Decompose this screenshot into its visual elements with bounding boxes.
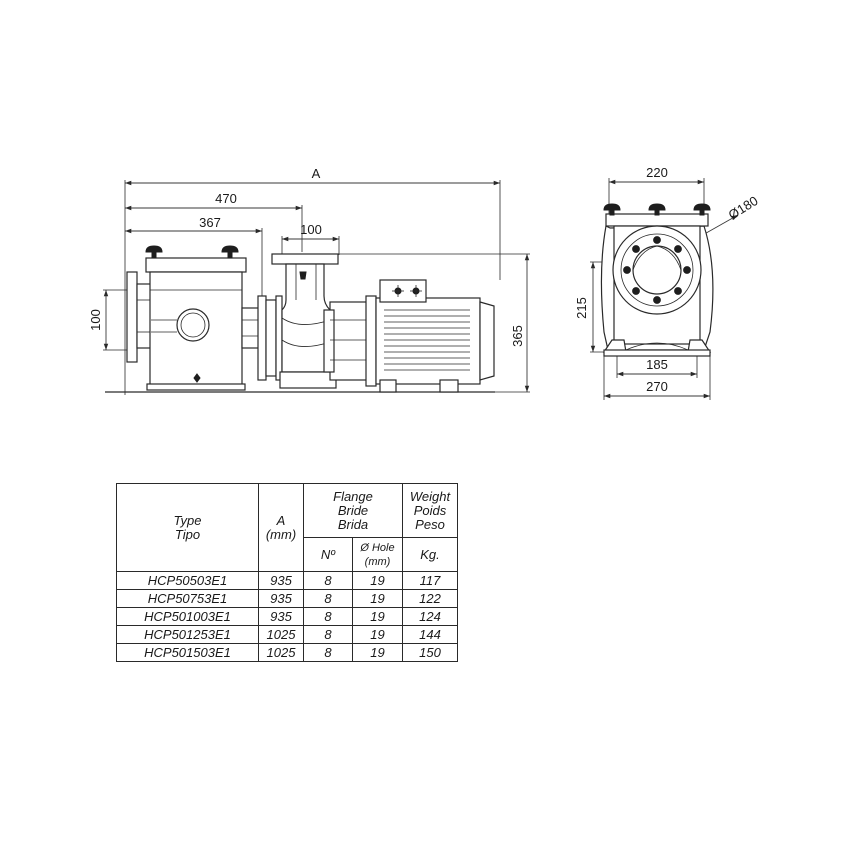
cell-weight: 144 [402,625,458,644]
cell-flange-no: 8 [303,625,353,644]
cell-type: HCP501253E1 [116,625,259,644]
motor-bracket [323,295,377,387]
inlet-port [176,308,210,342]
dimension-180-label: Ø180 [726,193,761,223]
header-flange-line1: Flange [333,488,373,504]
outlet-flange [271,253,339,265]
header-a-line2: (mm) [265,526,297,542]
bolt-hole [674,245,682,253]
lid-knob-right [221,245,239,259]
cell-type: HCP501503E1 [116,643,259,662]
bolt-hole [683,266,691,274]
dimension-outlet-label: 100 [300,222,322,237]
base-feet [602,339,712,357]
header-flange-no: Nº [303,537,353,572]
dimension-220-label: 220 [646,165,668,180]
front-knob-left [603,203,621,216]
bolt-hole [653,296,661,304]
lid-knob-left [145,245,163,259]
dimension-215-label: 215 [574,297,589,319]
cell-type: HCP501003E1 [116,607,259,626]
cell-flange-no: 8 [303,643,353,662]
dimension-185-label: 185 [646,357,668,372]
bolt-hole [623,266,631,274]
cell-flange-no: 8 [303,607,353,626]
strainer-pump-connection [241,295,283,381]
table-row: HCP50753E1 935 8 19 122 [116,589,458,608]
bolt-hole [674,287,682,295]
header-hole-line1: Ø Hole [360,541,395,554]
header-flange-line3: Brida [337,516,369,532]
strainer-housing [145,257,247,391]
header-flange: Flange Bride Brida [303,483,403,538]
dimension-height-label: 365 [510,325,525,347]
cell-type: HCP50753E1 [116,589,259,608]
strainer-lid [605,213,709,227]
cell-weight: 122 [402,589,458,608]
cell-a: 1025 [258,643,304,662]
side-view: A 470 367 100 100 160 365 [88,166,530,395]
motor-foot [439,379,459,393]
cell-type: HCP50503E1 [116,571,259,590]
cell-weight: 124 [402,607,458,626]
cell-flange-no: 8 [303,571,353,590]
dimension-470-label: 470 [215,191,237,206]
cell-hole: 19 [352,607,403,626]
cell-a: 935 [258,589,304,608]
header-flange-hole: Ø Hole (mm) [352,537,403,572]
front-view: 220 Ø180 215 185 270 [574,165,761,400]
front-knob-right [693,203,711,216]
table-row: HCP50503E1 935 8 19 117 [116,571,458,590]
cell-hole: 19 [352,643,403,662]
dimension-367-label: 367 [199,215,221,230]
header-weight-unit: Kg. [402,537,458,572]
cell-a: 935 [258,607,304,626]
header-weight: Weight Poids Peso [402,483,458,538]
header-hole-line2: (mm) [364,555,391,568]
dimension-inlet-label: 100 [88,309,103,331]
cell-hole: 19 [352,625,403,644]
cell-a: 935 [258,571,304,590]
header-a-line1: A [276,512,286,528]
header-type: Type Tipo [116,483,259,572]
bolt-hole [632,245,640,253]
drain-plug [193,373,201,383]
header-type-line1: Type [173,512,202,528]
header-weight-line1: Weight [409,488,451,504]
table-row: HCP501503E1 1025 8 19 150 [116,643,458,662]
spec-table: Type Tipo A (mm) Flange Bride Brida Weig… [116,483,458,662]
header-weight-line2: Poids [413,502,447,518]
dimension-270-label: 270 [646,379,668,394]
cell-hole: 19 [352,589,403,608]
header-flange-line2: Bride [337,502,369,518]
outlet-port [632,245,682,295]
header-weight-line3: Peso [415,516,445,532]
table-row: HCP501003E1 935 8 19 124 [116,607,458,626]
outlet-plug [299,271,307,280]
inlet-flange [126,271,152,363]
cell-weight: 117 [402,571,458,590]
cell-flange-no: 8 [303,589,353,608]
flange-bolt-holes [623,236,691,304]
front-knob-center [648,203,666,216]
table-row: HCP501253E1 1025 8 19 144 [116,625,458,644]
bolt-hole [632,287,640,295]
dimension-a-label: A [312,166,321,181]
pump-volute [271,253,339,389]
motor [375,279,495,393]
bolt-hole [653,236,661,244]
header-type-line2: Tipo [174,526,201,542]
header-a: A (mm) [258,483,304,572]
cell-a: 1025 [258,625,304,644]
cell-weight: 150 [402,643,458,662]
cell-hole: 19 [352,571,403,590]
